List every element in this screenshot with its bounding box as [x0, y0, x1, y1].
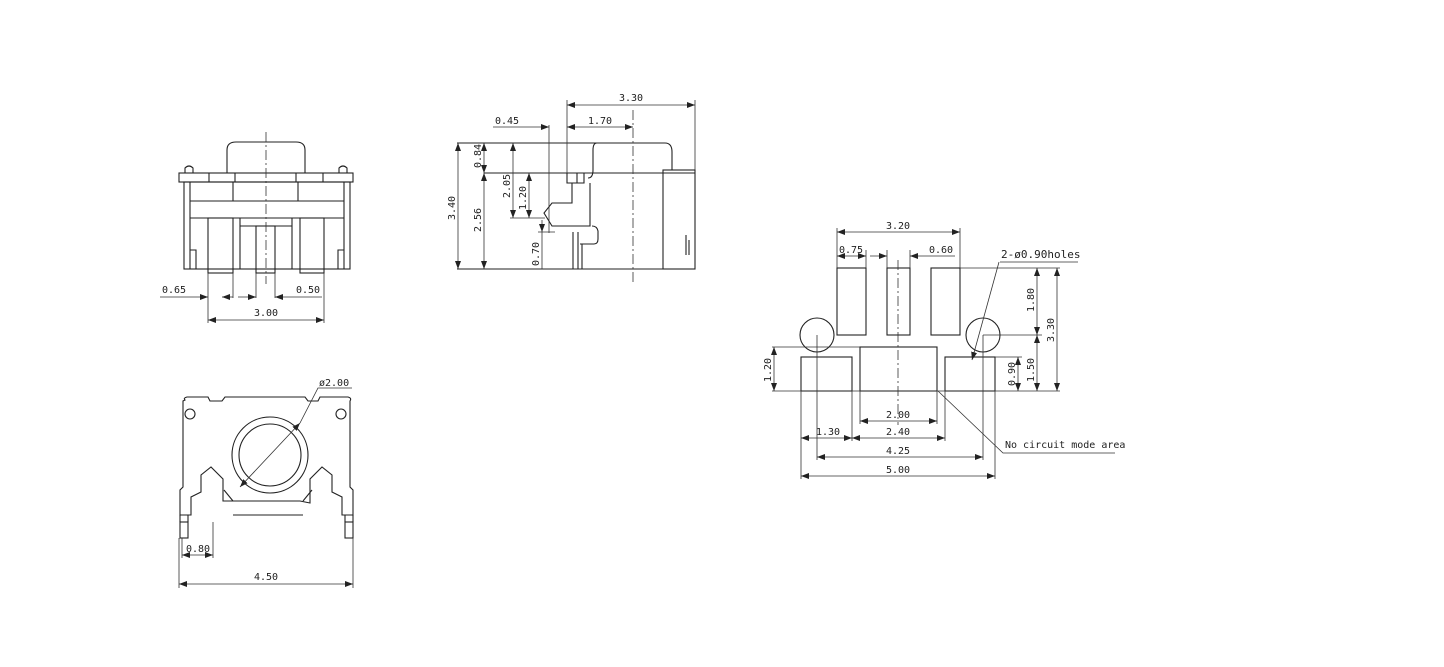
- actuator-top: [457, 142, 673, 170]
- no-circuit-label: No circuit mode area: [1005, 440, 1125, 451]
- mount-hole-right: [335, 408, 347, 420]
- pad-bottom-right: [944, 356, 996, 392]
- dim-0-45: 0.45: [495, 116, 519, 127]
- dim-1-50: 1.50: [1026, 358, 1037, 382]
- dim-0-80: 0.80: [186, 544, 210, 555]
- front-view: 0.65 0.50 3.00: [160, 132, 354, 323]
- terminal-center: [255, 225, 276, 274]
- dim-0-60: 0.60: [929, 245, 953, 256]
- bottom-view: ø2.00 0.80 4.50: [178, 378, 354, 588]
- dim-1-70: 1.70: [588, 116, 612, 127]
- dim-0-75: 0.75: [839, 245, 863, 256]
- dim-5-00: 5.00: [886, 465, 910, 476]
- dim-2-56: 2.56: [473, 208, 484, 232]
- dim-0-70: 0.70: [531, 242, 542, 266]
- plate-tabs: [184, 165, 348, 173]
- mount-hole-left: [184, 408, 196, 420]
- actuator-outer-circle: [231, 416, 309, 494]
- leg-left: [179, 521, 189, 539]
- body: [183, 181, 351, 270]
- dim-1-30: 1.30: [816, 427, 840, 438]
- pcb-footprint: 3.20 0.75 0.60 2-ø0.90holes 1.20 0.90 1.…: [763, 221, 1125, 479]
- dim-2-40: 2.40: [886, 427, 910, 438]
- terminal-left: [207, 217, 234, 274]
- dim-4-25: 4.25: [886, 446, 910, 457]
- bottom-outline: [179, 396, 354, 516]
- terminal-right: [299, 217, 325, 274]
- dim-0-90: 0.90: [1007, 362, 1018, 386]
- dim-0-50: 0.50: [296, 285, 320, 296]
- pad-bottom-left: [800, 356, 853, 392]
- dim-3-40: 3.40: [447, 196, 458, 220]
- pad-bottom-center: [859, 346, 938, 392]
- dim-1-20: 1.20: [763, 358, 774, 382]
- leg-right: [344, 521, 354, 539]
- dim-3-00: 3.00: [254, 308, 278, 319]
- dim-0-65: 0.65: [162, 285, 186, 296]
- dim-2-05: 2.05: [502, 174, 513, 198]
- dim-4-50: 4.50: [254, 572, 278, 583]
- dim-0-84: 0.84: [473, 144, 484, 168]
- dim-3-20: 3.20: [886, 221, 910, 232]
- dim-diameter-2-00: ø2.00: [319, 378, 349, 389]
- housing: [662, 169, 696, 270]
- dim-1-80: 1.80: [1026, 288, 1037, 312]
- pad-top-left: [836, 267, 867, 336]
- dim-3-30: 3.30: [619, 93, 643, 104]
- pad-top-right: [930, 267, 961, 336]
- dim-3-30: 3.30: [1046, 318, 1057, 342]
- dim-1-20: 1.20: [518, 186, 529, 210]
- pad-top-center: [886, 267, 911, 336]
- side-view: 3.30 0.45 1.70 3.40 0.84 2.56 2.05 1.20 …: [447, 93, 696, 282]
- holes-label: 2-ø0.90holes: [1001, 248, 1080, 261]
- dim-2-00: 2.00: [886, 410, 910, 421]
